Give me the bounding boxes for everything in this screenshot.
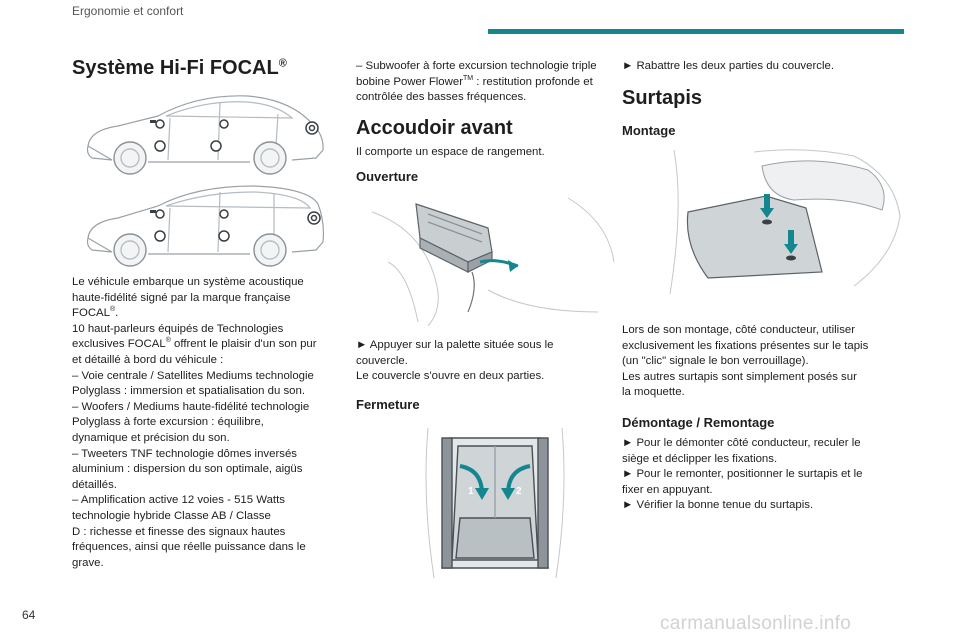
subwoofer-line: contrôlée des basses fréquences.	[356, 91, 527, 104]
hifi-body: Le véhicule embarque un système acoustiq…	[72, 275, 328, 571]
feature-line: détaillés.	[72, 478, 117, 491]
dismount-line: ► Pour le démonter côté conducteur, recu…	[622, 437, 861, 449]
feature-line: Polyglass : immersion et spatialisation …	[72, 385, 305, 398]
arrow-head-icon	[501, 488, 515, 500]
armrest-opening-illustration	[368, 192, 618, 326]
dismount-instructions: ► Pour le démonter côté conducteur, recu…	[622, 436, 910, 514]
intro-brand-line: FOCAL®.	[72, 306, 119, 320]
speaker-icon	[154, 209, 321, 242]
fold-instruction: ► Rabattre les deux parties du couvercle…	[622, 60, 834, 72]
feature-line: Polyglass à forte excursion : équilibre,	[72, 416, 264, 429]
armrest-closing-illustration: 1 2	[420, 418, 570, 580]
mount-title: Montage	[622, 123, 676, 138]
registered-mark: ®	[278, 57, 287, 70]
speaker-brand-line: exclusives FOCAL® offrent le plaisir d'u…	[72, 337, 317, 351]
speaker-icon	[154, 119, 319, 152]
mount-line: exclusivement les fixations présentes su…	[622, 339, 869, 352]
estate-speaker-diagram	[78, 178, 330, 270]
dismount-line: ► Pour le remonter, positionner le surta…	[622, 468, 863, 481]
feature-line: – Amplification active 12 voies - 515 Wa…	[72, 494, 285, 507]
intro-line: Le véhicule embarque un système acoustiq…	[72, 276, 304, 288]
dismount-line: fixer en appuyant.	[622, 483, 713, 496]
feature-line: fréquences, ainsi que réelle puissance d…	[72, 541, 306, 554]
trademark-mark: TM	[463, 74, 474, 82]
dismount-line: ► Vérifier la bonne tenue du surtapis.	[622, 499, 814, 512]
callout-number-2: 2	[516, 486, 522, 497]
feature-line: grave.	[72, 556, 104, 569]
console-frame	[441, 437, 549, 569]
armrest-heading-block: Accoudoir avant Il comporte un espace de…	[356, 116, 618, 161]
page-number: 64	[22, 608, 36, 622]
subwoofer-line: bobine Power FlowerTM : restitution prof…	[356, 74, 593, 88]
mats-title: Surtapis	[622, 87, 703, 109]
column-hifi: Système Hi-Fi FOCAL®	[72, 56, 328, 80]
opening-line: Le couvercle s'ouvre en deux parties.	[356, 370, 545, 383]
feature-line: aluminium : dispersion du son optimale, …	[72, 463, 303, 476]
arrow-head-icon	[475, 488, 489, 500]
opening-instructions: ► Appuyer sur la palette située sous le …	[356, 338, 618, 385]
clip-icon	[762, 219, 796, 261]
feature-line: – Woofers / Mediums haute-fidélité techn…	[72, 400, 310, 413]
header-accent-bar	[488, 29, 904, 34]
mats-heading-block: Surtapis	[622, 86, 910, 110]
armrest-title: Accoudoir avant	[356, 117, 513, 139]
subwoofer-line: – Subwoofer à forte excursion technologi…	[356, 60, 597, 72]
hifi-title: Système Hi-Fi FOCAL®	[72, 57, 287, 79]
floor-mat	[686, 195, 823, 279]
feature-line: dynamique et précision du son.	[72, 431, 230, 444]
dismount-title: Démontage / Remontage	[622, 415, 775, 430]
column-armrest: – Subwoofer à forte excursion technologi…	[356, 59, 618, 106]
callout-number-1: 1	[468, 486, 474, 497]
wheel-icon	[113, 141, 287, 175]
seat-outline	[761, 160, 885, 211]
mount-line: Lors de son montage, côté conducteur, ut…	[622, 324, 856, 336]
opening-title: Ouverture	[356, 169, 419, 184]
feature-line: – Tweeters TNF technologie dômes inversé…	[72, 447, 297, 460]
speaker-count-line: et détaillé à bord du véhicule :	[72, 353, 224, 366]
mount-line: (un "clic" signale le bon verrouillage).	[622, 355, 809, 368]
closing-heading-block: Fermeture	[356, 396, 618, 414]
feature-line: D : richesse et finesse des signaux haut…	[72, 525, 286, 538]
armrest-text: Il comporte un espace de rangement.	[356, 146, 545, 158]
column-mats: ► Rabattre les deux parties du couvercle…	[622, 59, 910, 75]
intro-line: haute-fidélité signé par la marque franç…	[72, 291, 291, 304]
hatchback-speaker-diagram	[78, 86, 330, 178]
arrow-head-icon	[508, 260, 518, 272]
running-header: Ergonomie et confort	[72, 4, 184, 18]
feature-line: technologie hybride Classe AB / Classe	[72, 509, 271, 522]
closing-title: Fermeture	[356, 397, 420, 412]
arrow-icon	[760, 194, 798, 254]
mount-heading-block: Montage	[622, 122, 910, 140]
mount-line: la moquette.	[622, 386, 685, 399]
dismount-line: siège et déclipper les fixations.	[622, 452, 778, 465]
feature-line: – Voie centrale / Satellites Mediums tec…	[72, 369, 314, 382]
wheel-icon	[113, 233, 287, 267]
opening-line: ► Appuyer sur la palette située sous le	[356, 339, 554, 351]
opening-line: couvercle.	[356, 354, 408, 367]
mount-line: Les autres surtapis sont simplement posé…	[622, 370, 857, 383]
mount-instructions: Lors de son montage, côté conducteur, ut…	[622, 323, 910, 401]
watermark: carmanualsonline.info	[660, 613, 852, 634]
speaker-count-line: 10 haut-parleurs équipés de Technologies	[72, 322, 284, 335]
dismount-heading-block: Démontage / Remontage	[622, 414, 910, 432]
floor-mat-illustration	[654, 146, 904, 294]
opening-heading-block: Ouverture	[356, 168, 618, 186]
